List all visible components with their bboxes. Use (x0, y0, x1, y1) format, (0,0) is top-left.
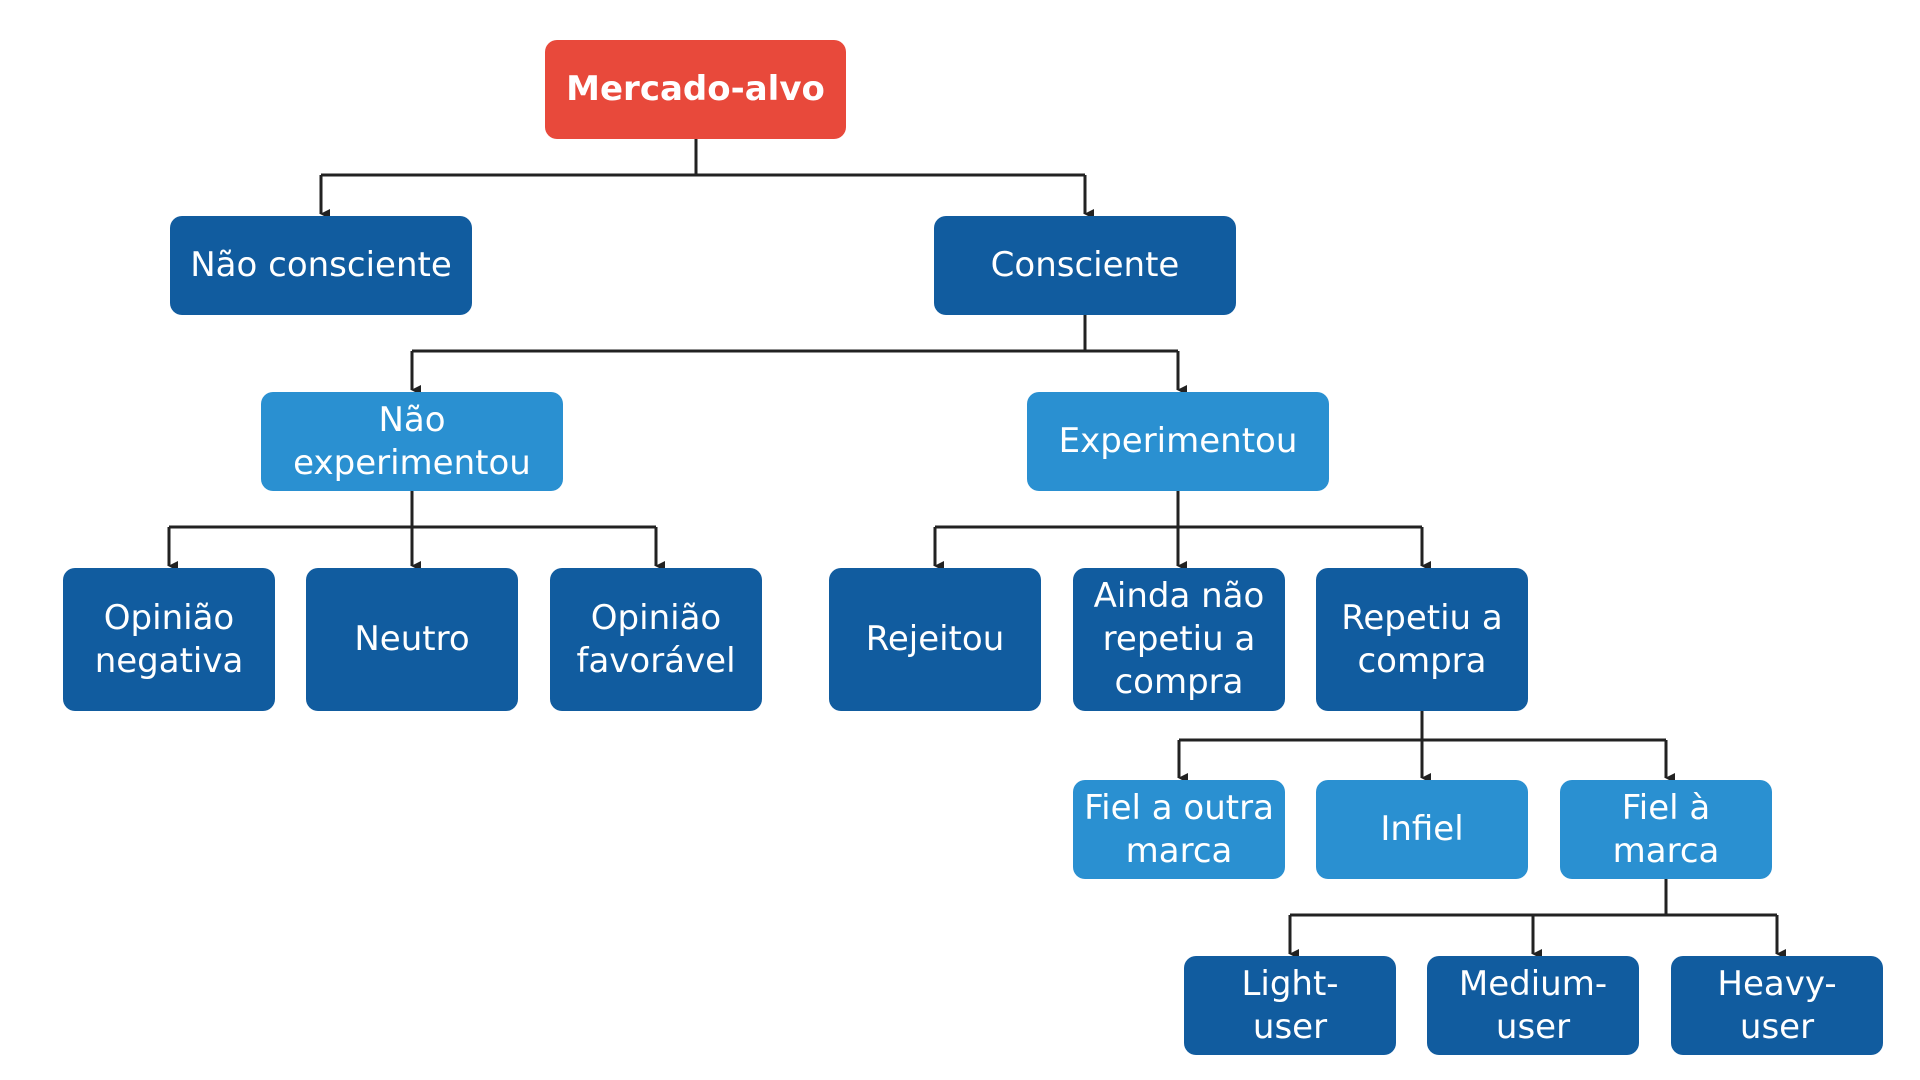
node-label-line: repetiu a (1102, 619, 1256, 659)
node-light-user: Light- user (1184, 956, 1396, 1055)
node-fiel-a-outra-marca: Fiel a outra marca (1073, 780, 1285, 879)
node-label-line: Não (378, 399, 446, 440)
node-label-line: Medium- (1458, 963, 1608, 1004)
node-label-line: Light- (1241, 963, 1339, 1004)
node-label-line: marca (1125, 830, 1233, 871)
node-label-line: Repetiu a (1341, 597, 1503, 638)
node-nao-experimentou: Não experimentou (261, 392, 563, 491)
node-label: Experimentou (1058, 421, 1298, 461)
node-label-line: marca (1612, 830, 1720, 871)
node-infiel: Infiel (1316, 780, 1528, 879)
node-opiniao-negativa: Opinião negativa (63, 568, 275, 711)
node-experimentou: Experimentou (1027, 392, 1329, 491)
node-label-line: compra (1114, 662, 1244, 702)
node-label: Rejeitou (865, 619, 1005, 659)
node-rejeitou: Rejeitou (829, 568, 1041, 711)
node-label: Neutro (354, 619, 470, 659)
node-fiel-a-marca: Fiel à marca (1560, 780, 1772, 879)
node-label-line: negativa (94, 640, 244, 681)
node-neutro: Neutro (306, 568, 518, 711)
node-label-line: Fiel a outra (1084, 787, 1274, 828)
node-label-line: Ainda não (1093, 576, 1265, 616)
node-label-line: Fiel à (1621, 787, 1711, 828)
node-label-line: compra (1357, 640, 1487, 681)
node-nao-consciente: Não consciente (170, 216, 472, 315)
node-consciente: Consciente (934, 216, 1236, 315)
node-label-line: user (1495, 1006, 1571, 1047)
node-label: Infiel (1380, 809, 1464, 849)
node-ainda-nao-repetiu: Ainda não repetiu a compra (1073, 568, 1285, 711)
node-label: Não consciente (190, 245, 452, 285)
node-label-line: user (1739, 1006, 1815, 1047)
node-label-line: user (1252, 1006, 1328, 1047)
node-repetiu-a-compra: Repetiu a compra (1316, 568, 1528, 711)
node-label-line: experimentou (293, 442, 531, 483)
node-medium-user: Medium- user (1427, 956, 1639, 1055)
node-label-line: Opinião (590, 597, 722, 638)
node-label-line: favorável (576, 640, 736, 681)
node-opiniao-favoravel: Opinião favorável (550, 568, 762, 711)
node-label-line: Opinião (103, 597, 235, 638)
node-label-line: Heavy- (1717, 963, 1837, 1004)
node-label: Consciente (990, 245, 1180, 285)
node-mercado-alvo: Mercado-alvo (545, 40, 846, 139)
node-label: Mercado-alvo (566, 69, 825, 109)
node-heavy-user: Heavy- user (1671, 956, 1883, 1055)
